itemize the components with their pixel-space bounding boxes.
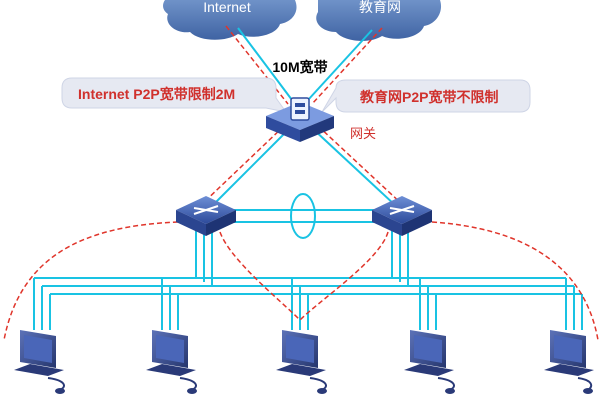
traffic-paths-top: [225, 25, 383, 105]
edu-network-cloud: 教育网: [316, 0, 442, 41]
bandwidth-label: 10M宽带: [272, 59, 327, 75]
left-outer-arc: [3, 221, 179, 341]
right-switch-icon: [372, 196, 432, 236]
left-traffic-path: [199, 125, 285, 207]
pc-drops: [33, 278, 583, 330]
edu-uplink: [307, 29, 373, 101]
gateway-label: 网关: [350, 127, 376, 142]
right-inner-arc: [299, 231, 389, 321]
gateway-left-link: [211, 127, 291, 207]
internet-limit-text: Internet P2P宽带限制2M: [78, 86, 235, 102]
link-aggregation-ring: [290, 193, 316, 239]
lan-bus: [34, 277, 582, 295]
desktop-computer-icon: [544, 330, 594, 394]
desktop-computer-icon: [404, 330, 455, 394]
switch-interconnect: [234, 193, 374, 239]
edu-traffic-path: [311, 27, 383, 105]
desktop-computer-icon: [14, 330, 65, 394]
internet-cloud: Internet: [163, 0, 297, 40]
right-outer-arc: [431, 221, 599, 341]
internet-uplink: [237, 27, 293, 101]
internet-traffic-path: [225, 25, 289, 105]
gateway-router-icon: [266, 97, 334, 142]
right-traffic-path: [317, 125, 405, 207]
gateway-to-switch-links: [211, 127, 397, 207]
cloud-uplinks: [237, 27, 373, 101]
switch-drops: [195, 230, 409, 286]
gateway-right-link: [311, 127, 397, 207]
edu-cloud-label: 教育网: [359, 0, 401, 15]
desktop-computer-icon: [146, 330, 197, 394]
edu-no-limit-text: 教育网P2P宽带不限制: [360, 89, 498, 105]
traffic-paths-middle: [199, 125, 405, 207]
internet-cloud-label: Internet: [203, 0, 251, 15]
desktop-computer-icon: [276, 330, 327, 394]
internet-limit-callout: Internet P2P宽带限制2M: [61, 77, 288, 113]
left-inner-arc: [219, 231, 301, 321]
edu-no-limit-callout: 教育网P2P宽带不限制: [321, 79, 531, 113]
traffic-paths-bottom: [3, 221, 599, 341]
left-switch-icon: [176, 196, 236, 236]
